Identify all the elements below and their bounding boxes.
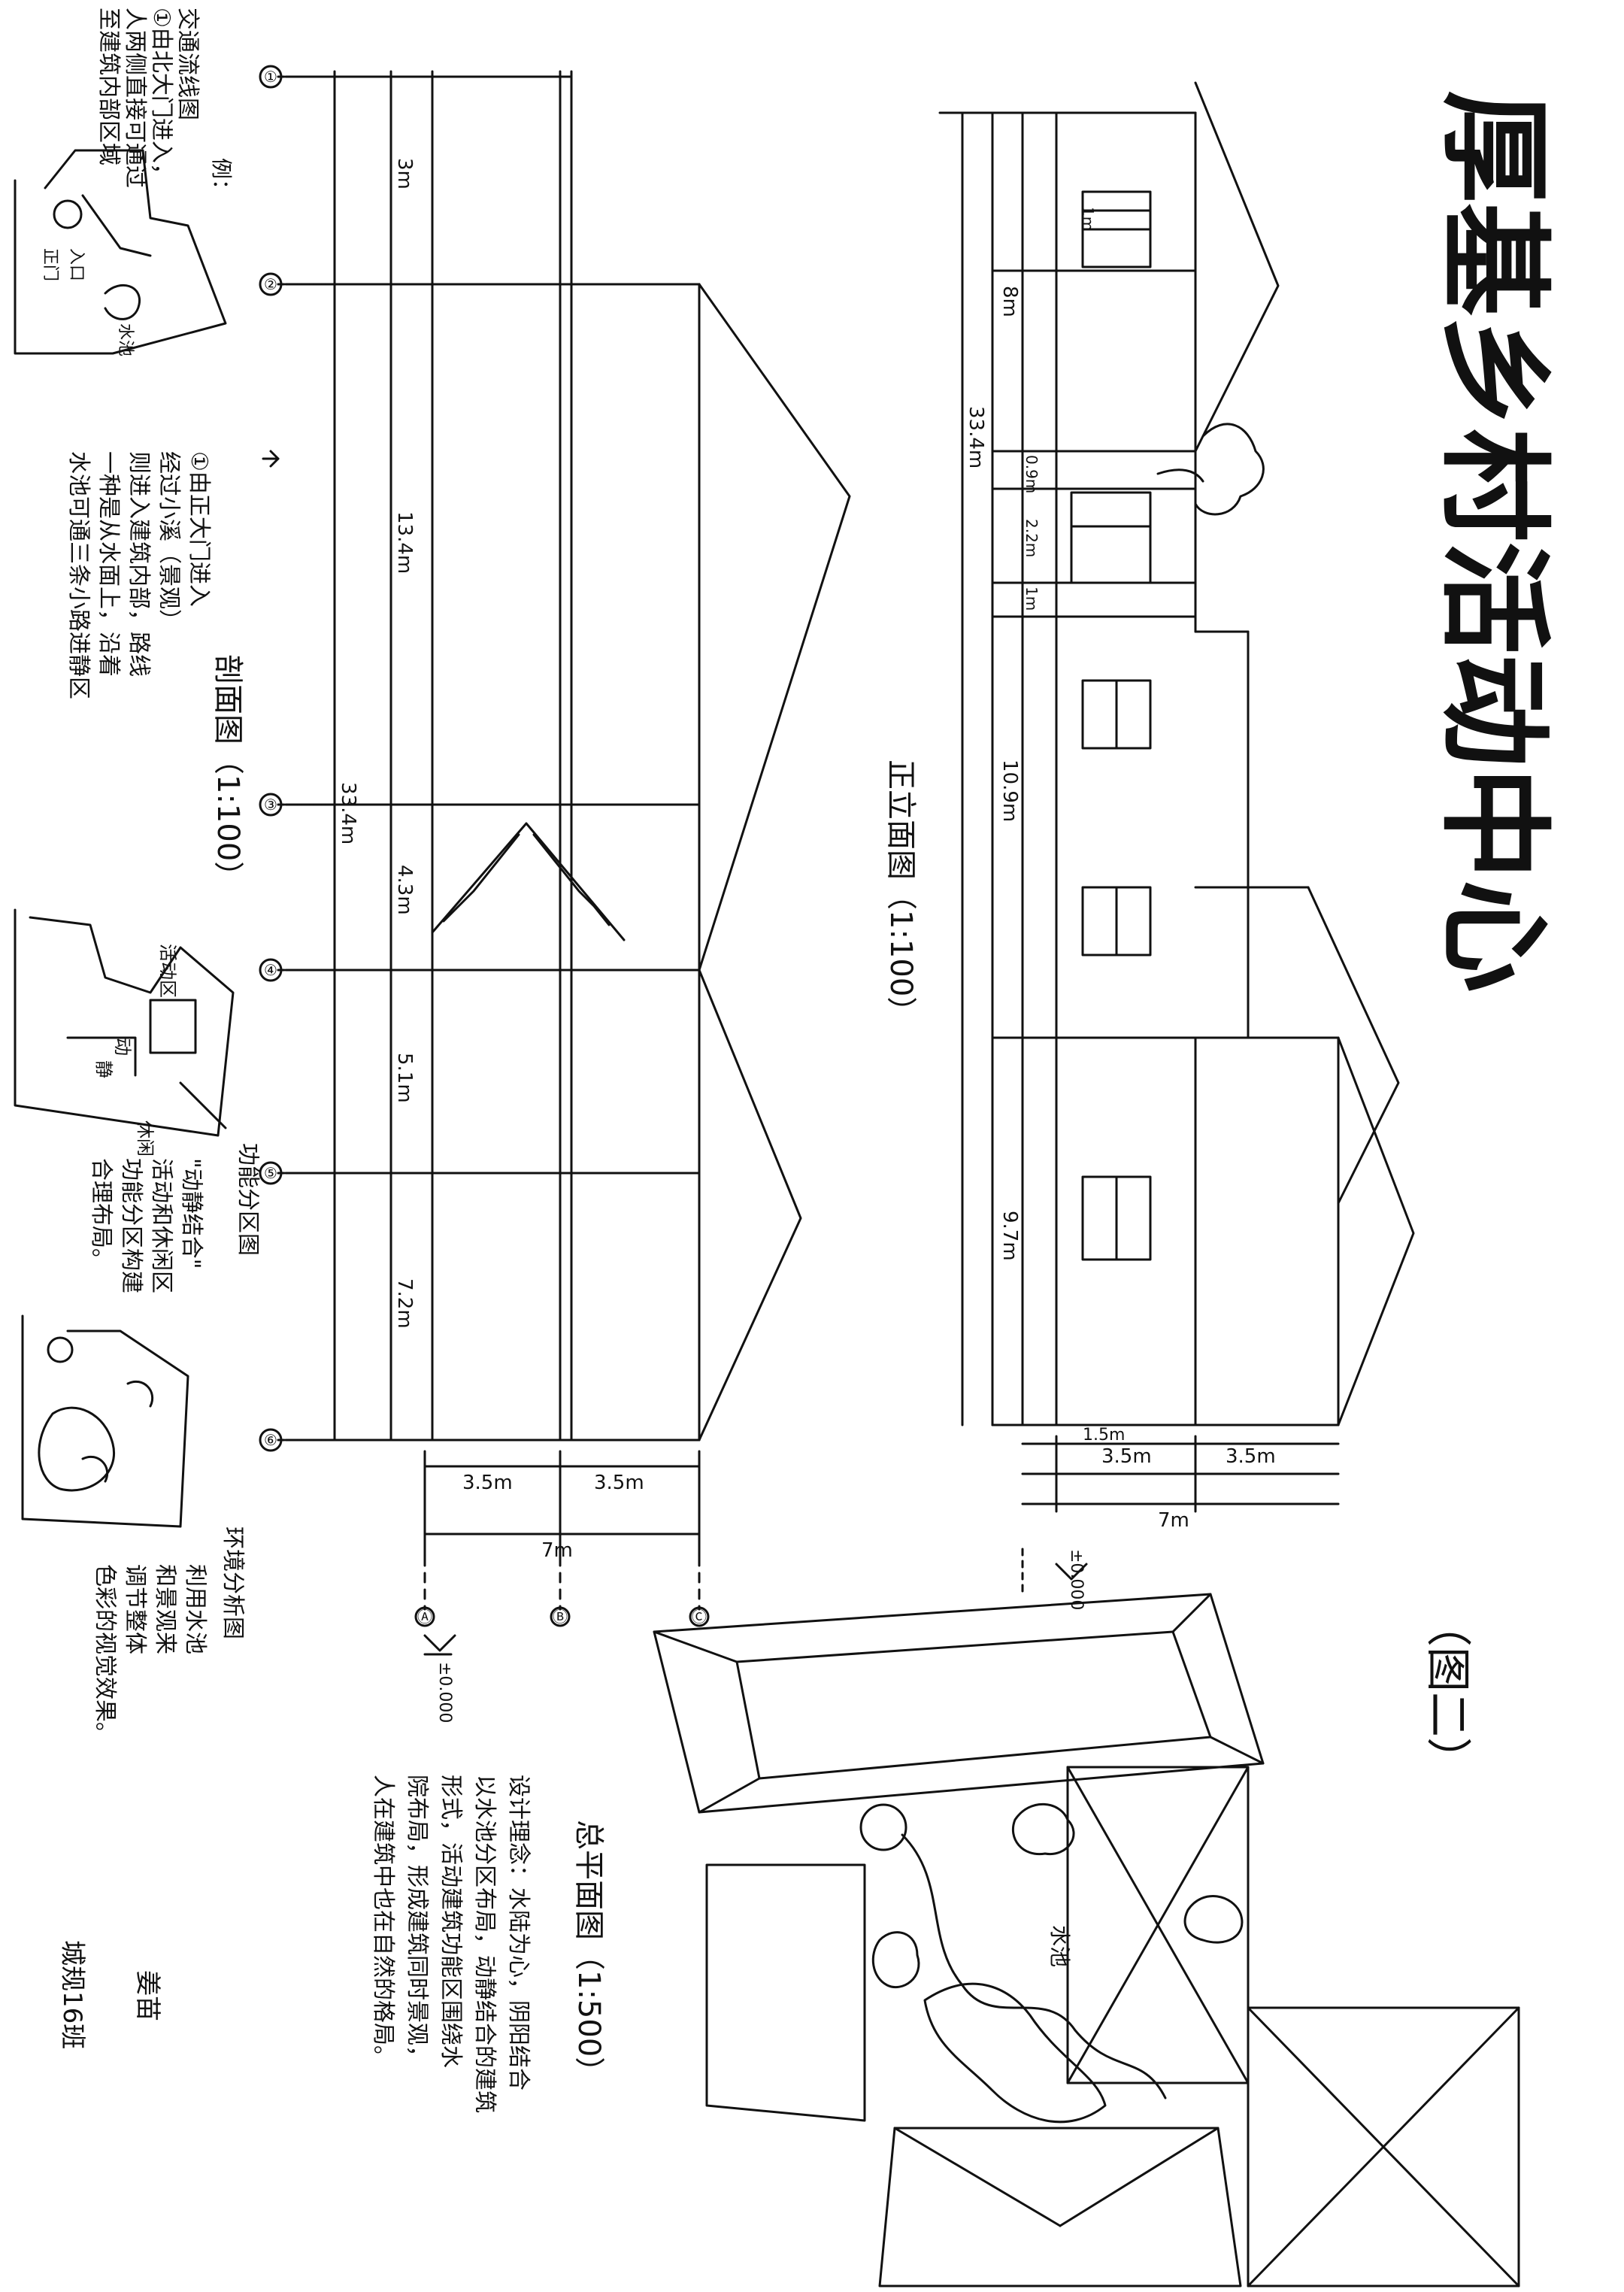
landscape-title: 环境分析图: [220, 1526, 246, 1639]
page-title-text: 厚基乡村活动中心: [1428, 90, 1559, 993]
legend-example: 例：: [209, 158, 234, 200]
axis-3: ③: [264, 796, 277, 814]
elev-base-level: ±0.000: [1067, 1549, 1086, 1610]
sect-width-total-dim: 7m: [541, 1539, 573, 1562]
pool-label: 水池: [1047, 1925, 1072, 1967]
concept-line-3: 形式，活动建筑功能区围绕水: [438, 1775, 464, 2068]
zoning-diagram: [14, 908, 235, 1137]
section-drawing: [259, 65, 851, 1656]
axis-5: ⑤: [264, 1164, 277, 1182]
elevation-drawing: [938, 81, 1415, 1596]
elev-window-dim: 1m: [1079, 207, 1097, 231]
elev-depth-c-dim: 1.5m: [1083, 1426, 1125, 1445]
site-plan-drawing: [653, 1593, 1520, 2287]
elev-total-dim: 33.4m: [965, 406, 987, 468]
concept-line-4: 院布局，形成建筑同时景观，: [404, 1775, 430, 2068]
zoning-label-4: 休闲: [135, 1120, 156, 1157]
title-tag: （图二）: [1421, 1602, 1474, 1782]
axis-1: ①: [264, 68, 277, 86]
elev-seg-a-dim: 8m: [998, 286, 1021, 317]
zoning-title: 功能分区图: [235, 1143, 261, 1256]
elev-seg-c-dim: 9.7m: [998, 1211, 1021, 1261]
circulation-line-1: ①由北大门进入，: [148, 8, 174, 186]
concept-line-2: 以水池分区布局，动静结合的建筑: [471, 1775, 498, 2113]
section-label: 剖面图（1:100）: [211, 654, 245, 891]
page-title: 厚基乡村活动中心: [1428, 90, 1559, 993]
zoning-label-1: 活动区: [157, 944, 178, 998]
sect-seg3-dim: 4.3m: [393, 865, 416, 915]
circ2-line-5: 水池可通三条小路进静区: [65, 451, 92, 699]
circ2-line-4: 一种是从水面上，沿着: [95, 451, 122, 677]
section-label-text: 剖面图（1:100）: [211, 654, 245, 891]
axis-b: Ⓑ: [553, 1608, 568, 1626]
author-class: 城规16班: [57, 1940, 87, 2049]
axis-4: ④: [264, 961, 277, 979]
zoning-line-2: 活动和休闲区: [148, 1158, 174, 1293]
elevation-label-text: 正立面图（1:100）: [883, 759, 918, 1026]
concept-line-1: 设计理念：水陆为心，阴阳结合: [505, 1775, 532, 2090]
axis-6: ⑥: [264, 1431, 277, 1449]
sect-total-dim: 33.4m: [337, 782, 359, 844]
zoning-label-2: 动: [112, 1038, 133, 1056]
site-plan-label-text: 总平面图（1:500）: [571, 1820, 606, 2087]
zoning-label-3: 静: [93, 1060, 114, 1078]
zoning-line-3: 功能分区构建: [118, 1158, 144, 1293]
elev-depth-b-dim: 3.5m: [1226, 1445, 1276, 1468]
concept-line-5: 人在建筑中也在自然的格局。: [370, 1775, 396, 2068]
landscape-line-2: 和景观来: [152, 1564, 178, 1654]
axis-c: Ⓒ: [692, 1608, 707, 1626]
zoning-line-4: 合理布局。: [88, 1158, 114, 1271]
landscape-line-4: 色彩的视觉效果。: [92, 1564, 118, 1745]
circ2-line-1: ①由正大门进入: [186, 451, 212, 607]
circ2-line-3: 则进入建筑内部，路线: [126, 451, 152, 677]
circulation-title: 交通流线图: [174, 8, 201, 120]
elev-door-b-dim: 2.2m: [1023, 519, 1041, 557]
zoning-line-1: "动静结合": [178, 1158, 205, 1269]
circulation-line-3: 至建筑内部区域: [95, 8, 122, 165]
title-tag-text: （图二）: [1421, 1602, 1474, 1782]
legend-item-1: 正门: [41, 248, 59, 281]
elev-seg-b-dim: 10.9m: [998, 759, 1021, 822]
landscape-line-1: 利用水池: [182, 1564, 208, 1654]
site-plan-label: 总平面图（1:500）: [571, 1820, 606, 2087]
axis-2: ②: [264, 275, 277, 293]
sect-seg1-dim: 3m: [393, 158, 416, 189]
landscape-line-3: 调节整体: [122, 1564, 148, 1654]
legend-item-3: 水池: [116, 323, 135, 356]
elevation-label: 正立面图（1:100）: [883, 759, 918, 1026]
sect-width-b-dim: 3.5m: [594, 1472, 644, 1494]
elev-door-c-dim: 1m: [1023, 587, 1041, 611]
axis-a: Ⓐ: [417, 1608, 432, 1626]
circulation-diagram: [14, 149, 227, 355]
elev-depth-a-dim: 3.5m: [1101, 1445, 1152, 1468]
circulation-line-2: 人两侧直接可通过: [122, 8, 148, 188]
author-name: 姜苗: [132, 1970, 162, 2021]
pool-label-text: 水池: [1047, 1925, 1072, 1967]
elev-depth-total-dim: 7m: [1158, 1509, 1189, 1532]
sect-seg5-dim: 7.2m: [393, 1278, 416, 1329]
sect-seg2-dim: 13.4m: [393, 511, 416, 574]
sect-seg4-dim: 5.1m: [393, 1053, 416, 1103]
circ2-line-2: 经过小溪（景观）: [156, 451, 182, 632]
legend-item-2: 入口: [67, 248, 86, 281]
elev-door-a-dim: 0.9m: [1023, 455, 1041, 493]
sect-base-level: ±0.000: [435, 1662, 454, 1723]
sect-width-a-dim: 3.5m: [462, 1472, 513, 1494]
landscape-diagram: [21, 1314, 189, 1528]
